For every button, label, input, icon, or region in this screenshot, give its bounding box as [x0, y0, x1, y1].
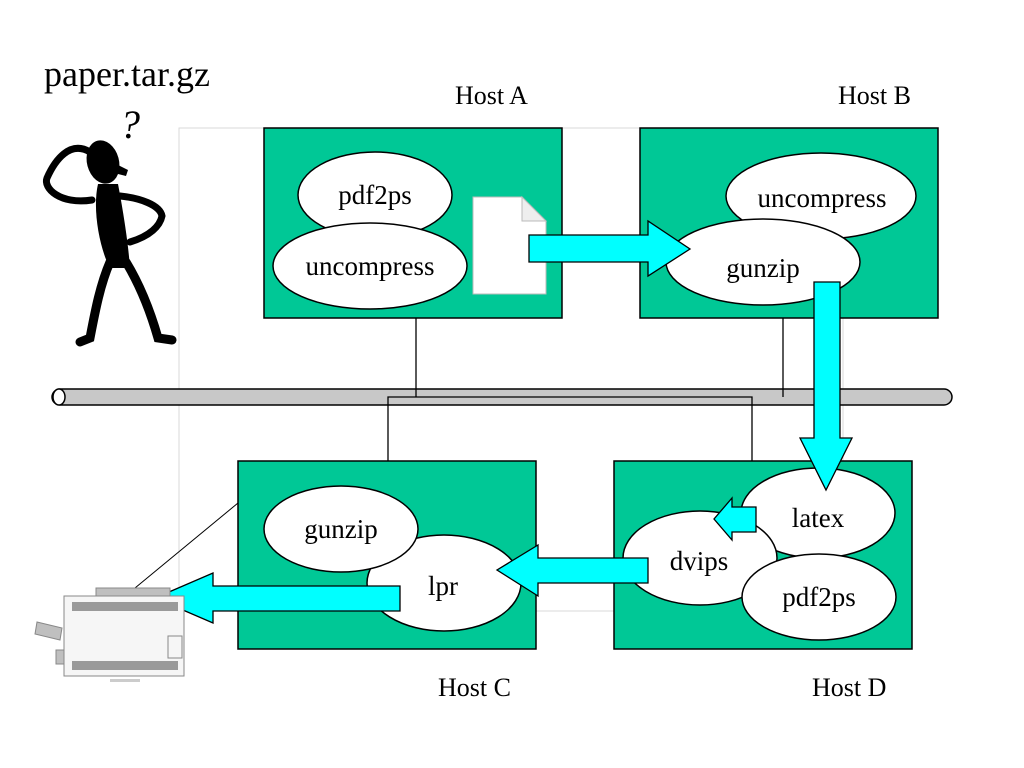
process-d-pdf2ps-label: pdf2ps [782, 582, 856, 612]
question-mark: ? [120, 102, 140, 147]
thinking-person-icon: ? [42, 102, 177, 347]
process-d-dvips-label: dvips [670, 546, 729, 576]
host-b: Host B uncompress gunzip [639, 81, 939, 319]
printer-link [134, 502, 239, 589]
arrow-dvips-to-lpr [495, 543, 649, 598]
arrow-a-to-b [528, 219, 692, 278]
host-network-links [387, 318, 784, 461]
process-a-uncompress [272, 222, 468, 310]
host-b-label: Host B [838, 81, 911, 110]
process-d-pdf2ps [741, 553, 897, 641]
process-c-lpr-label: lpr [428, 571, 458, 601]
process-b-gunzip-label: gunzip [726, 253, 800, 283]
process-a-uncompress-label: uncompress [306, 251, 435, 281]
process-c-gunzip [263, 485, 419, 573]
host-d: Host D latex dvips pdf2ps [613, 460, 913, 702]
printer-icon [34, 587, 185, 682]
arrow-b-to-d [798, 281, 854, 492]
process-c-gunzip-label: gunzip [304, 514, 378, 544]
process-b-uncompress-label: uncompress [758, 183, 887, 213]
process-d-latex-label: latex [792, 503, 845, 533]
arrow-latex-to-dvips [713, 496, 757, 542]
host-c-label: Host C [438, 673, 511, 702]
host-d-label: Host D [812, 673, 886, 702]
process-a-pdf2ps-label: pdf2ps [338, 180, 412, 210]
host-a-label: Host A [455, 81, 528, 110]
host-c: Host C gunzip lpr [237, 460, 537, 702]
host-a: Host A pdf2ps uncompress [263, 81, 563, 319]
diagram-title: paper.tar.gz [44, 54, 210, 94]
